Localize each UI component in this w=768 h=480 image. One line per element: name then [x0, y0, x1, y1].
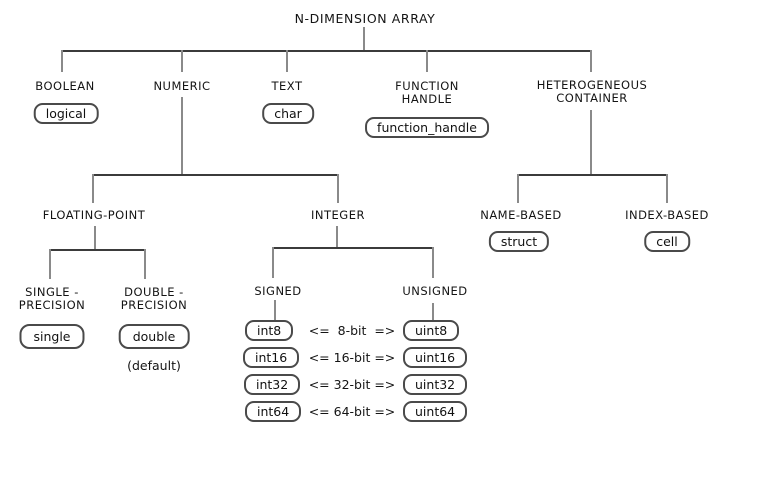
connector-level1-branch — [62, 50, 592, 52]
node-label-heterogeneous-container: HETEROGENEOUS CONTAINER — [537, 79, 648, 105]
connector-signed-stub — [274, 300, 276, 321]
type-pill-uint32: uint32 — [403, 374, 468, 395]
connector-drop-signed — [272, 247, 274, 278]
type-pill-single: single — [19, 324, 85, 349]
connector-drop-index-based — [666, 174, 668, 203]
type-pill-struct: struct — [488, 231, 550, 252]
node-label-text: TEXT — [271, 79, 303, 93]
relation-8bit: <= 8-bit => — [308, 323, 396, 338]
connector-drop-boolean — [61, 50, 63, 72]
connector-drop-text — [286, 50, 288, 72]
type-pill-char: char — [262, 103, 314, 124]
connector-drop-function — [426, 50, 428, 72]
node-label-function-line1: FUNCTION — [395, 79, 459, 93]
connector-hetero-branch — [518, 174, 667, 176]
type-pill-int16: int16 — [243, 347, 300, 368]
node-label-root: N-DIMENSION ARRAY — [294, 11, 436, 26]
relation-64bit: <= 64-bit => — [308, 404, 396, 419]
default-note: (default) — [127, 358, 181, 373]
connector-root-stem — [363, 27, 365, 50]
node-label-hetero-line1: HETEROGENEOUS — [536, 78, 648, 92]
type-pill-function-handle: function_handle — [365, 117, 489, 138]
connector-integer-stem — [336, 226, 338, 247]
node-label-single-line1: SINGLE - — [25, 285, 79, 299]
node-label-integer: INTEGER — [311, 208, 365, 222]
type-pill-uint8: uint8 — [403, 320, 460, 341]
node-label-double-precision: DOUBLE - PRECISION — [121, 286, 187, 312]
connector-drop-integer — [337, 174, 339, 203]
node-label-hetero-line2: CONTAINER — [556, 91, 628, 105]
node-label-name-based: NAME-BASED — [480, 208, 562, 222]
node-label-double-line1: DOUBLE - — [124, 285, 184, 299]
connector-drop-hetero — [590, 50, 592, 72]
node-label-signed: SIGNED — [254, 284, 302, 298]
type-pill-int32: int32 — [244, 374, 301, 395]
connector-floating-branch — [50, 249, 145, 251]
type-pill-uint16: uint16 — [403, 347, 468, 368]
type-pill-int64: int64 — [245, 401, 302, 422]
connector-drop-double — [144, 249, 146, 279]
connector-floating-stem — [94, 226, 96, 249]
type-pill-logical: logical — [33, 103, 99, 124]
connector-drop-unsigned — [432, 247, 434, 278]
connector-drop-single — [49, 249, 51, 279]
node-label-function-handle: FUNCTION HANDLE — [395, 80, 459, 106]
connector-numeric-stem — [181, 97, 183, 174]
relation-16bit: <= 16-bit => — [308, 350, 396, 365]
node-label-boolean: BOOLEAN — [35, 79, 95, 93]
connector-drop-numeric — [181, 50, 183, 72]
connector-integer-branch — [273, 247, 433, 249]
node-label-single-precision: SINGLE - PRECISION — [19, 286, 85, 312]
node-label-numeric: NUMERIC — [153, 79, 211, 93]
connector-drop-floating — [92, 174, 94, 203]
connector-numeric-branch — [93, 174, 338, 176]
node-label-floating-point: FLOATING-POINT — [42, 208, 146, 222]
type-pill-uint64: uint64 — [403, 401, 468, 422]
type-pill-cell: cell — [644, 231, 690, 252]
connector-unsigned-stub — [432, 303, 434, 321]
connector-hetero-stem — [590, 110, 592, 174]
connector-drop-name-based — [517, 174, 519, 203]
relation-32bit: <= 32-bit => — [308, 377, 396, 392]
node-label-function-line2: HANDLE — [401, 92, 453, 106]
type-pill-double: double — [118, 324, 190, 349]
node-label-single-line2: PRECISION — [18, 298, 86, 312]
node-label-unsigned: UNSIGNED — [402, 284, 468, 298]
node-label-double-line2: PRECISION — [120, 298, 188, 312]
type-pill-int8: int8 — [245, 320, 294, 341]
node-label-index-based: INDEX-BASED — [625, 208, 709, 222]
